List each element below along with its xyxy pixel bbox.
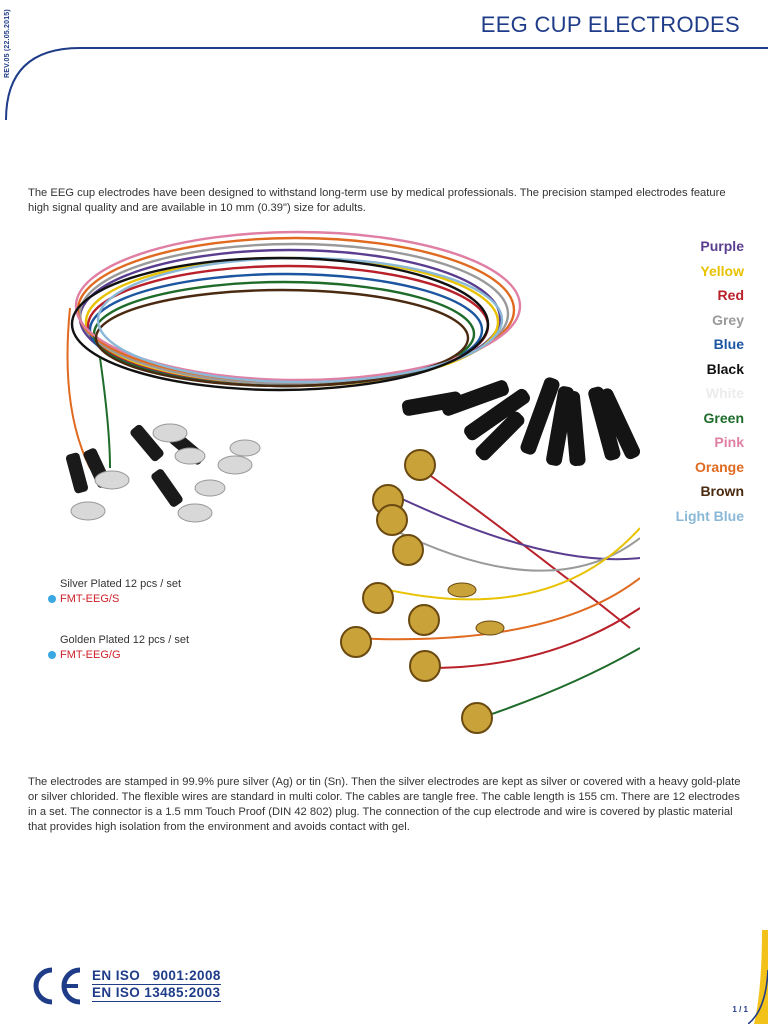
- wire-color-list: Purple Yellow Red Grey Blue Black White …: [584, 236, 744, 530]
- wire-color-item: Purple: [700, 238, 744, 254]
- wire-color-item: Grey: [712, 311, 744, 328]
- description-paragraph: The electrodes are stamped in 99.9% pure…: [28, 776, 741, 834]
- wire-color-item: Pink: [714, 434, 744, 450]
- variant-silver: Silver Plated 12 pcs / set FMT-EEG/S: [48, 578, 181, 605]
- variant-code-text: FMT-EEG/S: [60, 593, 120, 605]
- touch-proof-connectors: [401, 377, 640, 467]
- bullet-icon: [48, 651, 56, 659]
- wire-color-item: Orange: [694, 458, 744, 475]
- wire-color-item: Light Blue: [675, 507, 744, 524]
- intro-paragraph: The EEG cup electrodes have been designe…: [28, 187, 726, 215]
- variant-code: FMT-EEG/S: [48, 593, 181, 605]
- variant-code-text: FMT-EEG/G: [60, 649, 121, 661]
- variant-golden: Golden Plated 12 pcs / set FMT-EEG/G: [48, 634, 189, 661]
- silver-electrodes: [65, 307, 261, 523]
- wire-color-item: Brown: [700, 483, 744, 499]
- iso-certifications: EN ISO 9001:2008 EN ISO 13485:2003: [92, 968, 221, 1002]
- wire-coil: [70, 230, 522, 392]
- wire-color-item: Red: [717, 287, 744, 303]
- page-title: EEG CUP ELECTRODES: [480, 12, 740, 37]
- iso-line: EN ISO 9001:2008: [92, 968, 221, 985]
- wire-color-item: Blue: [713, 336, 744, 352]
- wire-color-item: White: [705, 385, 744, 401]
- corner-accent: [748, 930, 768, 1024]
- gold-electrodes: [340, 449, 640, 734]
- variant-label: Golden Plated 12 pcs / set: [60, 634, 190, 646]
- ce-mark-logo: [33, 967, 81, 1005]
- iso-line: EN ISO 13485:2003: [92, 985, 221, 1002]
- electrodes-product-photo: [65, 230, 640, 734]
- wire-color-item: Yellow: [700, 262, 744, 279]
- variant-label: Silver Plated 12 pcs / set: [60, 578, 182, 590]
- page-number: 1 / 1: [732, 1005, 748, 1014]
- header-frame-curve: [5, 47, 768, 121]
- wire-color-item: Green: [703, 409, 744, 426]
- bullet-icon: [48, 595, 56, 603]
- wire-color-item: Black: [706, 360, 744, 377]
- revision-label: REV.05 (22.05.2015): [4, 9, 11, 78]
- variant-code: FMT-EEG/G: [48, 649, 189, 661]
